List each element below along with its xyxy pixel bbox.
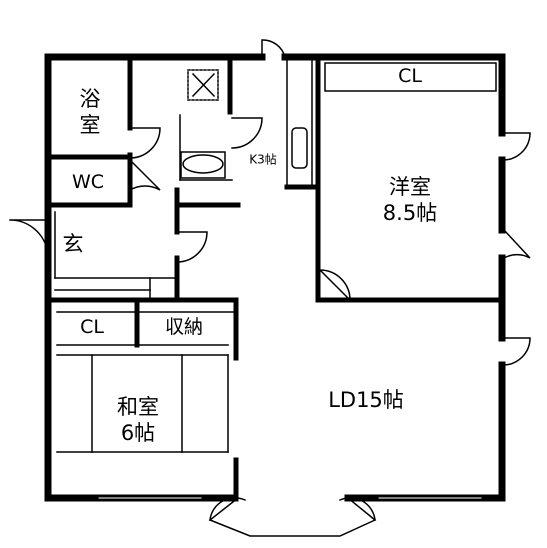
- storage-label: 収納: [164, 316, 204, 339]
- windows: [98, 494, 482, 502]
- living-dining-label: LD15帖: [328, 387, 404, 412]
- stove-icon: [187, 69, 219, 101]
- japanese-room-label: 和室 6帖: [117, 394, 159, 445]
- wc-label: WC: [71, 171, 105, 194]
- interior-walls: [47, 57, 503, 499]
- sink-icon: [182, 154, 224, 174]
- western-closet-label: CL: [398, 65, 422, 88]
- thin-lines: [54, 59, 497, 453]
- kitchen-label: K3帖: [249, 152, 277, 167]
- fridge-icon: [291, 127, 308, 169]
- fixtures: [180, 69, 308, 179]
- doors: [9, 39, 531, 537]
- entrance-label: 玄: [62, 231, 84, 256]
- bath-label: 浴 室: [79, 86, 101, 137]
- japanese-closet-label: CL: [80, 316, 104, 339]
- western-room-label: 洋室 8.5帖: [382, 174, 438, 225]
